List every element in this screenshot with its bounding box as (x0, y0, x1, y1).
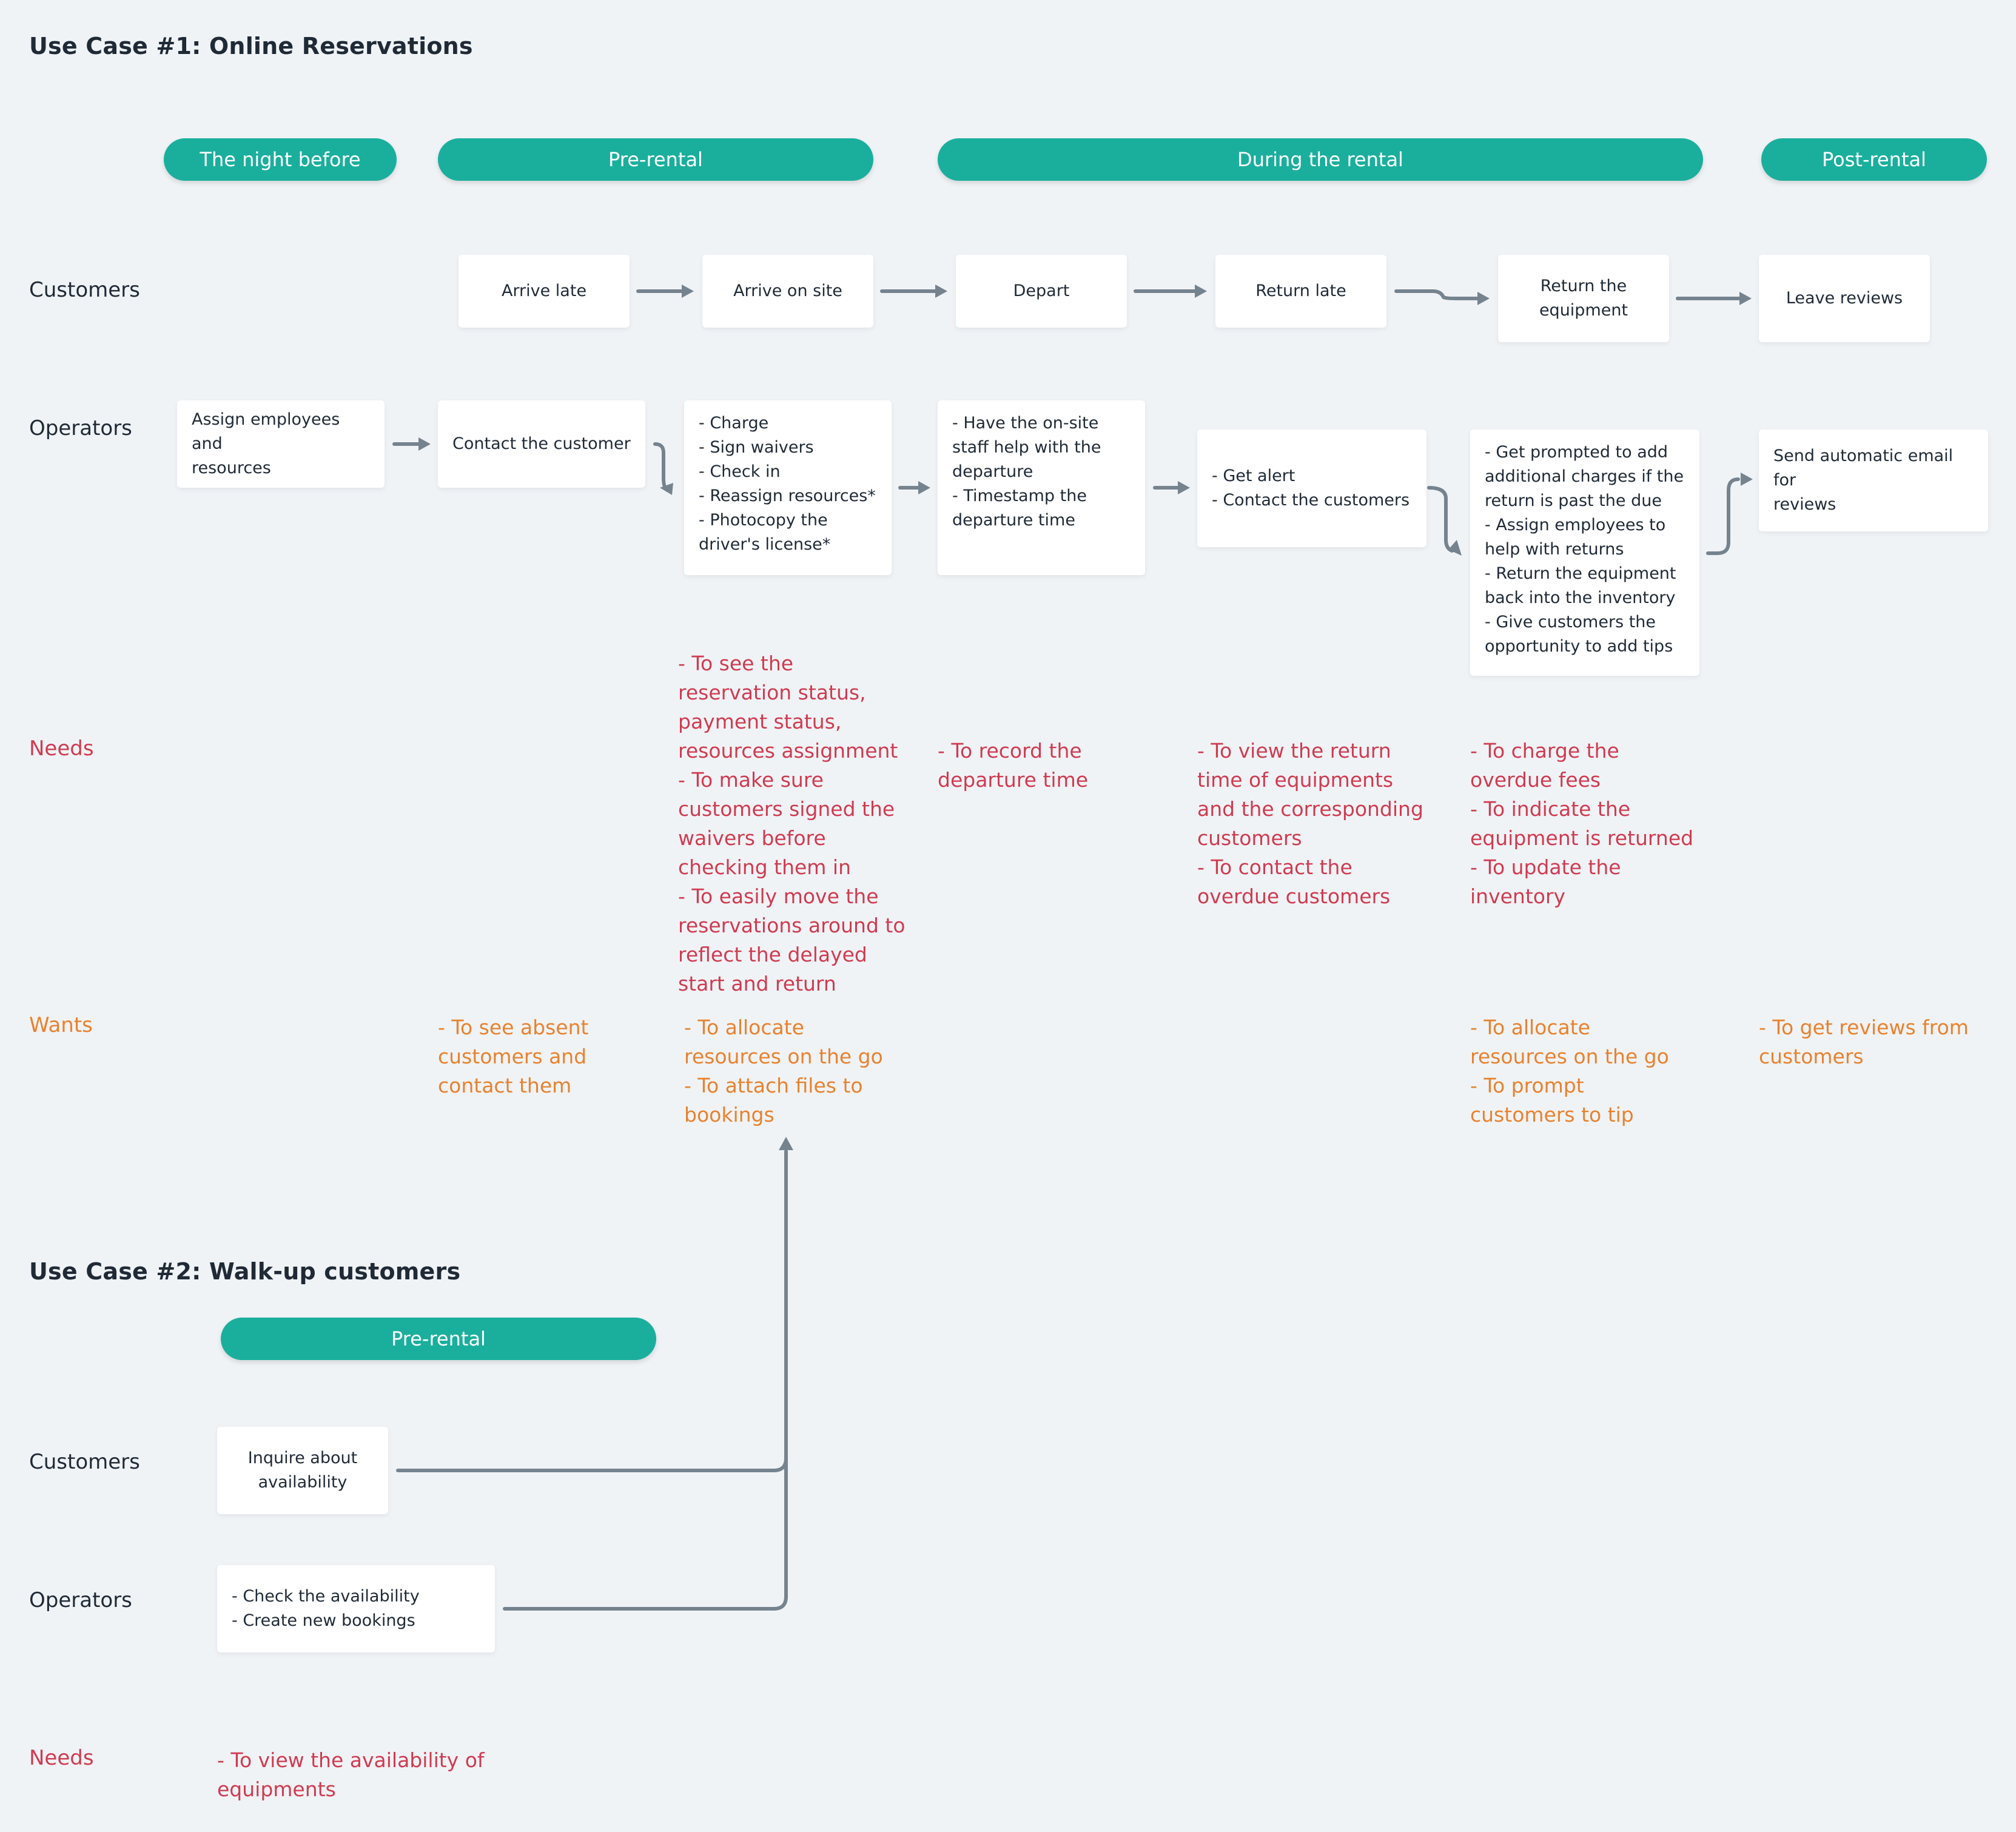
arrowhead (682, 285, 694, 298)
arrowhead (1739, 292, 1752, 305)
row-label-needs-uc2: Needs (29, 1746, 94, 1770)
operator-card-departure-tasks: - Have the on-site staff help with the d… (938, 400, 1145, 575)
card-text: Depart (1013, 281, 1070, 300)
use-case-1-title: Use Case #1: Online Reservations (29, 33, 473, 59)
use-case-2-title: Use Case #2: Walk-up customers (29, 1258, 461, 1285)
operator-card-get-alert: - Get alert - Contact the customers (1197, 429, 1426, 547)
arrow-return-late-to-return-equipment (1394, 289, 1479, 300)
customer-card-depart: Depart (956, 255, 1127, 328)
operator-card-contact-customer: Contact the customer (438, 400, 645, 488)
arrowhead (418, 437, 431, 451)
operator-card-checkin-tasks: - Charge - Sign waivers - Check in - Rea… (684, 400, 892, 575)
phase-pre-rental-walkup: Pre-rental (221, 1318, 656, 1360)
needs-departure: - To record the departure time (938, 739, 1089, 792)
row-label-customers-uc2: Customers (29, 1450, 140, 1474)
wants-post-rental: - To get reviews from customers (1759, 1015, 1969, 1068)
row-label-needs: Needs (29, 736, 94, 761)
row-label-wants: Wants (29, 1013, 93, 1037)
arrowhead (1195, 285, 1207, 298)
arrowhead (1477, 292, 1490, 305)
needs-return-late: - To view the return time of equipments … (1197, 739, 1423, 908)
card-text: Leave reviews (1786, 289, 1903, 308)
card-text: Arrive on site (733, 281, 842, 300)
customer-card-inquire: Inquire about availability (217, 1427, 388, 1514)
operator-card-return-tasks: - Get prompted to add additional charges… (1470, 429, 1699, 676)
phase-during-rental: During the rental (938, 138, 1703, 181)
arrowhead (1741, 473, 1753, 486)
card-text: Assign employees and resources (192, 410, 340, 477)
arrowhead (935, 285, 947, 298)
wants-pre-rental-contact: - To see absent customers and contact th… (438, 1015, 589, 1097)
arrow-prompted-to-send-email (1706, 477, 1740, 555)
arrowhead (660, 483, 673, 495)
needs-view-availability: - To view the availability of equipments (217, 1748, 485, 1801)
customer-card-arrive-late: Arrive late (459, 255, 630, 328)
arrowhead (1178, 481, 1190, 494)
arrowhead (1448, 540, 1462, 556)
row-label-operators: Operators (29, 416, 132, 440)
card-text: Send automatic email for reviews (1773, 446, 1954, 514)
card-text: Return late (1255, 281, 1346, 300)
arrow-contact-to-charge (653, 442, 669, 492)
operator-card-check-availability: - Check the availability - Create new bo… (217, 1565, 495, 1652)
operator-card-assign-employees: Assign employees and resources (177, 400, 385, 488)
phase-night-before: The night before (164, 138, 397, 181)
card-text: Arrive late (501, 281, 587, 300)
operator-card-send-email: Send automatic email for reviews (1759, 429, 1988, 531)
card-text: Contact the customer (452, 434, 631, 453)
phase-pre-rental: Pre-rental (438, 138, 873, 181)
card-text: - Check the availability - Create new bo… (232, 1587, 420, 1630)
phase-post-rental: Post-rental (1761, 138, 1987, 181)
card-text: Return the equipment (1539, 277, 1628, 320)
arrow-check-availability-to-wants (503, 1457, 788, 1611)
arrow-inquire-to-wants (396, 1150, 788, 1472)
customer-card-arrive-on-site: Arrive on site (702, 255, 873, 328)
card-text: Inquire about availability (247, 1449, 358, 1492)
wants-return: - To allocate resources on the go - To p… (1470, 1015, 1669, 1126)
customer-card-leave-reviews: Leave reviews (1759, 255, 1930, 342)
wants-pre-rental-allocate: - To allocate resources on the go - To a… (684, 1015, 883, 1126)
row-label-customers: Customers (29, 278, 140, 302)
arrowhead-up (779, 1137, 793, 1150)
arrow-get-alert-to-prompted (1427, 486, 1454, 553)
customer-card-return-equipment: Return the equipment (1498, 255, 1669, 342)
customer-card-return-late: Return late (1215, 255, 1386, 328)
row-label-operators-uc2: Operators (29, 1588, 132, 1612)
card-text: - Get prompted to add additional charges… (1485, 443, 1684, 656)
card-text: - Have the on-site staff help with the d… (952, 414, 1101, 530)
card-text: - Charge - Sign waivers - Check in - Rea… (699, 414, 876, 554)
needs-return: - To charge the overdue fees - To indica… (1470, 739, 1694, 908)
needs-checkin: - To see the reservation status, payment… (678, 652, 906, 995)
card-text: - Get alert - Contact the customers (1212, 466, 1410, 510)
arrowhead (918, 481, 930, 494)
